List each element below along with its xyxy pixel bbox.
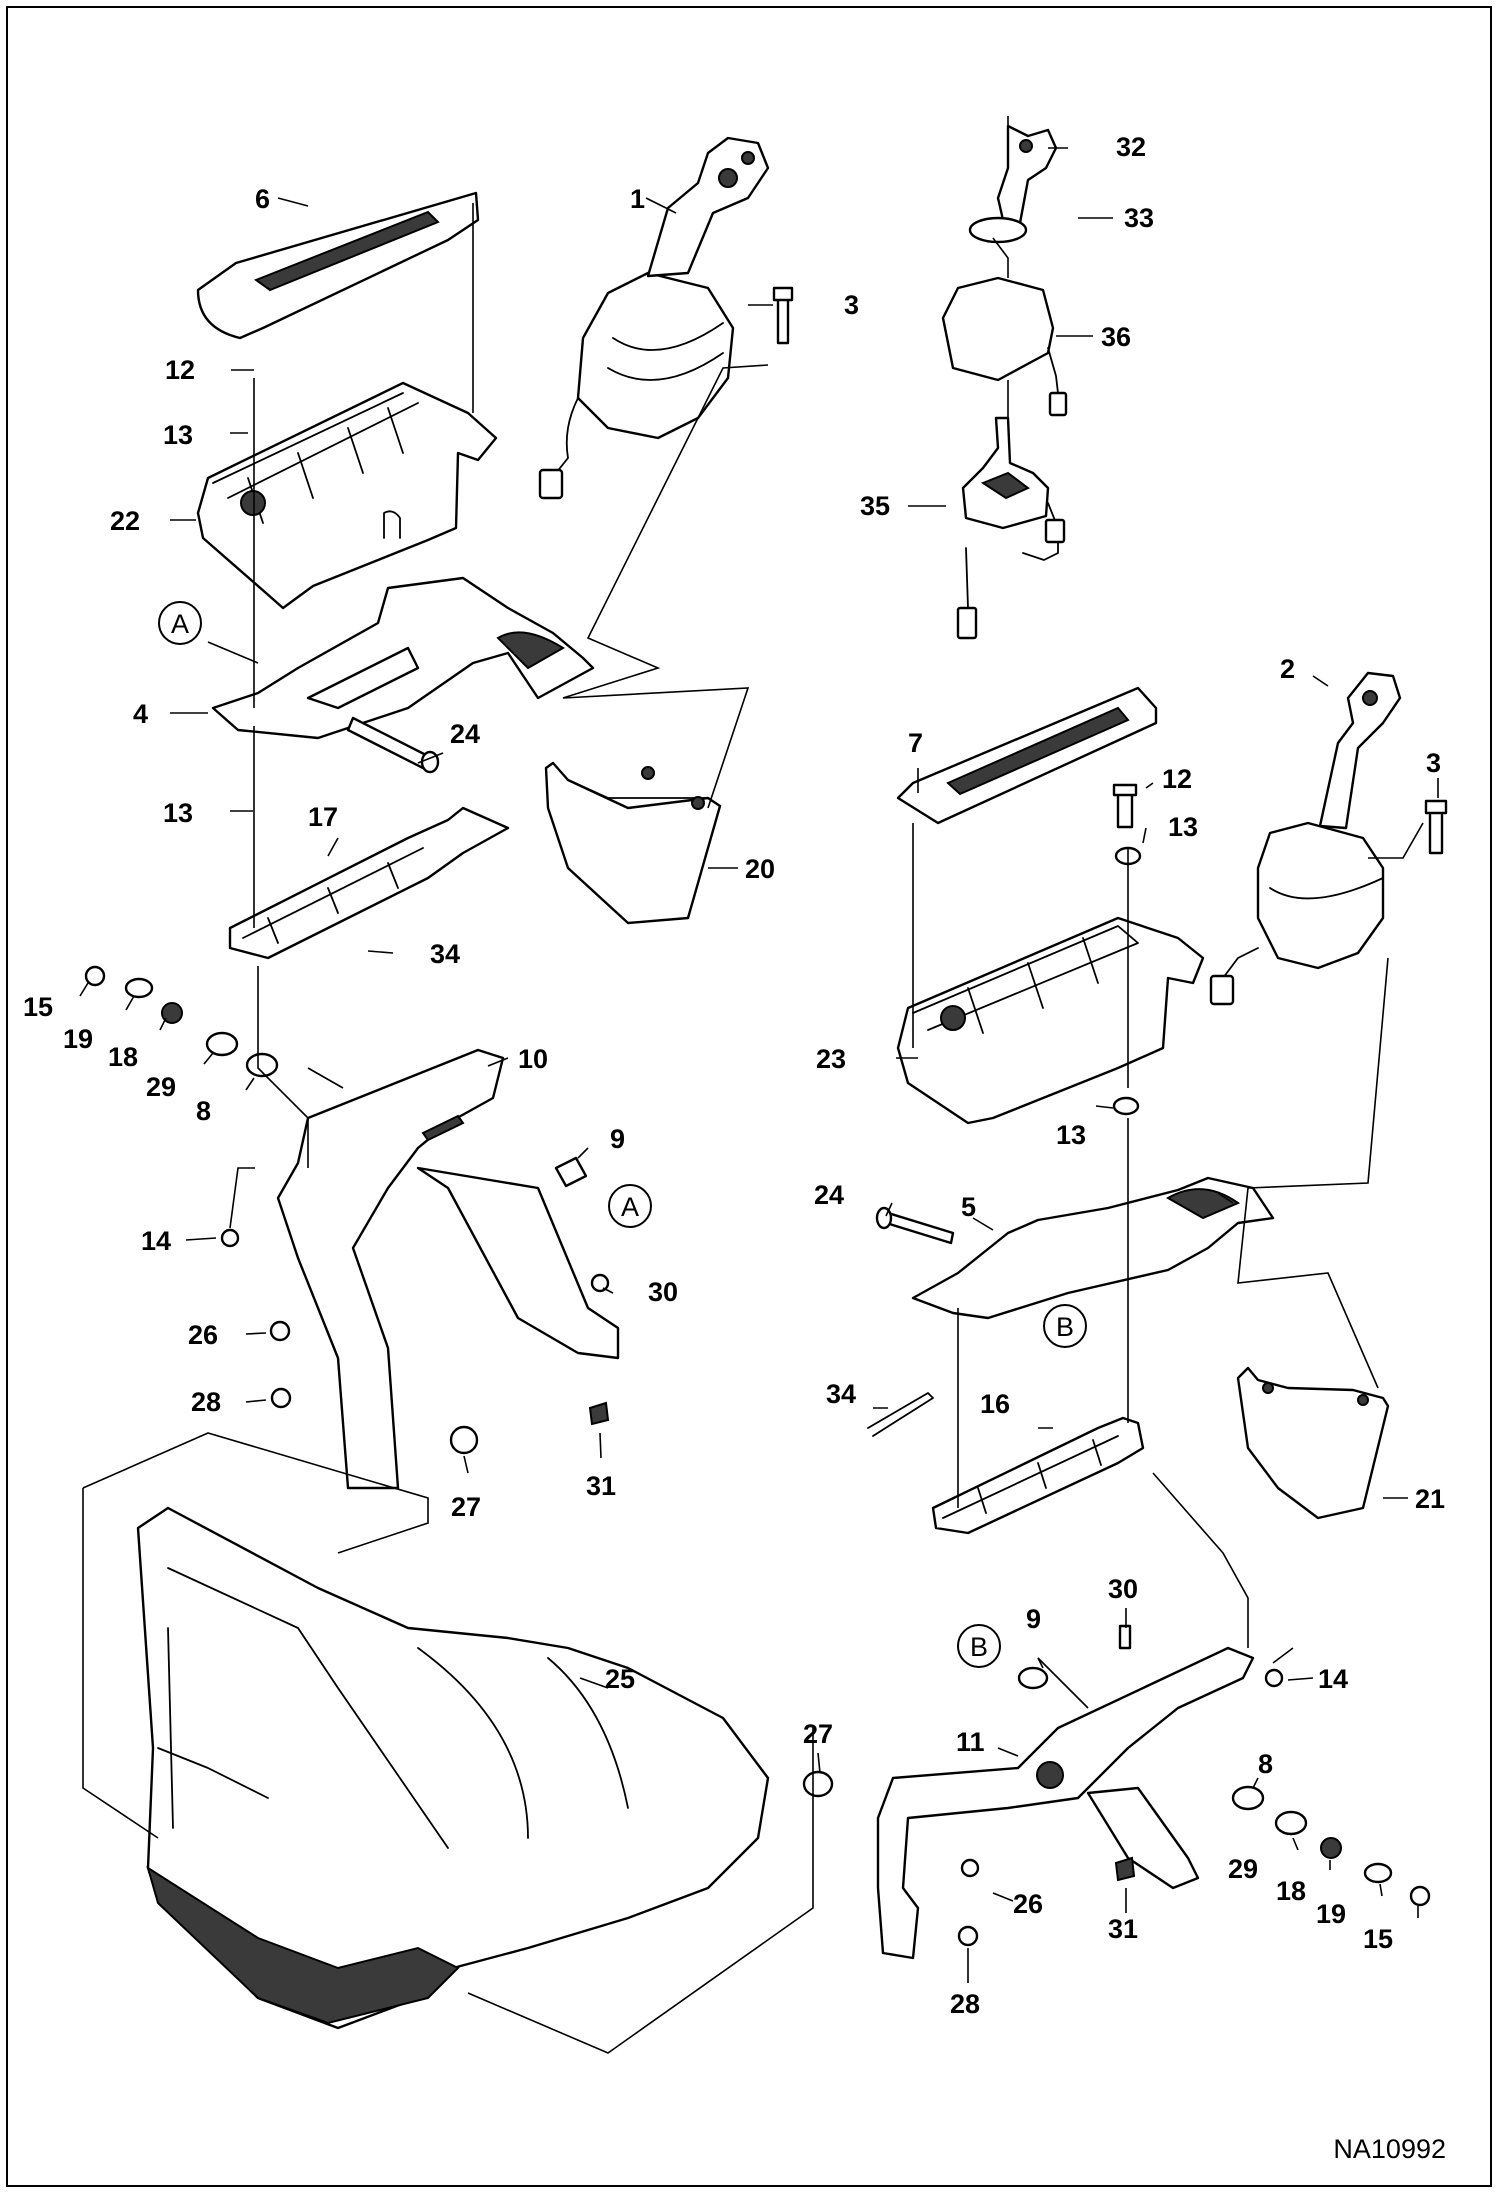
callout-10: 10 <box>518 1044 548 1074</box>
callout-15: 15 <box>23 992 53 1022</box>
callout-6: 6 <box>255 184 270 214</box>
leader-lines <box>79 116 1439 2054</box>
callout-13: 13 <box>163 420 193 450</box>
callout-19: 19 <box>1316 1899 1346 1929</box>
callout-16: 16 <box>980 1389 1010 1419</box>
mounting-plate-left <box>211 576 595 740</box>
callout-28: 28 <box>191 1387 221 1417</box>
mounting-bracket-left <box>276 1048 620 1490</box>
hardware-stack-left <box>84 965 610 1455</box>
callout-21: 21 <box>1415 1484 1445 1514</box>
callout-29: 29 <box>146 1072 176 1102</box>
joystick-left <box>538 136 770 500</box>
callout-13: 13 <box>1056 1120 1086 1150</box>
callout-26: 26 <box>188 1320 218 1350</box>
console-housing-right <box>896 916 1205 1125</box>
callout-1: 1 <box>630 184 645 214</box>
callout-22: 22 <box>110 506 140 536</box>
bolt-24-right <box>875 1206 955 1245</box>
callout-17: 17 <box>308 802 338 832</box>
callout-9: 9 <box>610 1124 625 1154</box>
callout-25: 25 <box>605 1664 635 1694</box>
callout-4: 4 <box>133 699 148 729</box>
console-housing-left <box>196 381 498 610</box>
reference-a-upper: A <box>158 601 202 645</box>
console-cover-left <box>196 191 480 340</box>
callout-24: 24 <box>450 719 480 749</box>
callout-15: 15 <box>1363 1924 1393 1954</box>
callout-19: 19 <box>63 1024 93 1054</box>
callout-7: 7 <box>908 728 923 758</box>
callout-33: 33 <box>1124 203 1154 233</box>
callout-24: 24 <box>814 1180 844 1210</box>
callout-14: 14 <box>141 1226 171 1256</box>
callout-3: 3 <box>1426 748 1441 778</box>
cup-holder-right <box>1236 1366 1390 1520</box>
callout-26: 26 <box>1013 1889 1043 1919</box>
callout-2: 2 <box>1280 654 1295 684</box>
callout-18: 18 <box>1276 1876 1306 1906</box>
slide-rail-left <box>228 806 510 960</box>
callout-29: 29 <box>1228 1854 1258 1884</box>
callout-34: 34 <box>826 1379 856 1409</box>
bolt-3-right <box>1424 799 1448 855</box>
ref-letter-a: A <box>621 1192 639 1222</box>
joystick-base-right <box>956 416 1066 640</box>
reference-b-upper: B <box>1043 1304 1087 1348</box>
callout-5: 5 <box>961 1192 976 1222</box>
callout-31: 31 <box>1108 1914 1138 1944</box>
mounting-bracket-right <box>876 1646 1255 1960</box>
bolt-24-left <box>346 716 440 774</box>
callout-20: 20 <box>745 854 775 884</box>
callout-3: 3 <box>844 290 859 320</box>
bolt-3-left <box>772 286 794 345</box>
callout-27: 27 <box>451 1492 481 1522</box>
callout-36: 36 <box>1101 322 1131 352</box>
callout-35: 35 <box>860 491 890 521</box>
slide-rail-right <box>867 1392 1145 1535</box>
callout-13: 13 <box>1168 812 1198 842</box>
callout-8: 8 <box>196 1096 211 1126</box>
ref-letter-b: B <box>970 1632 988 1662</box>
callout-32: 32 <box>1116 132 1146 162</box>
operator-seat <box>136 1506 770 2030</box>
exploded-view-drawing: A A B B 6 1 3 12 13 22 4 24 13 17 20 34 … <box>23 116 1448 2164</box>
cup-holder-left <box>544 761 722 925</box>
callout-31: 31 <box>586 1471 616 1501</box>
hardware-stack-right <box>802 1624 1431 1947</box>
callout-18: 18 <box>108 1042 138 1072</box>
joystick-right <box>1209 671 1402 1006</box>
parts-diagram-sheet: A A B B 6 1 3 12 13 22 4 24 13 17 20 34 … <box>6 6 1492 2187</box>
joystick-upper-right <box>941 124 1068 417</box>
callout-14: 14 <box>1318 1664 1348 1694</box>
drawing-number: NA10992 <box>1333 2134 1446 2164</box>
callout-13: 13 <box>163 798 193 828</box>
callout-12: 12 <box>1162 764 1192 794</box>
callout-30: 30 <box>648 1277 678 1307</box>
callout-12: 12 <box>165 355 195 385</box>
callout-11: 11 <box>956 1727 985 1757</box>
ref-letter-b: B <box>1056 1312 1074 1342</box>
callout-28: 28 <box>950 1989 980 2019</box>
reference-a-lower: A <box>608 1184 652 1228</box>
callout-8: 8 <box>1258 1749 1273 1779</box>
callout-30: 30 <box>1108 1574 1138 1604</box>
reference-b-lower: B <box>957 1624 1001 1668</box>
callout-labels: 6 1 3 12 13 22 4 24 13 17 20 34 15 19 18… <box>23 132 1445 2019</box>
console-cover-right <box>896 686 1158 825</box>
callout-9: 9 <box>1026 1604 1041 1634</box>
callout-23: 23 <box>816 1044 846 1074</box>
callout-27: 27 <box>803 1719 833 1749</box>
mounting-plate-right <box>911 1176 1275 1320</box>
ref-letter-a: A <box>171 609 189 639</box>
callout-34: 34 <box>430 939 460 969</box>
